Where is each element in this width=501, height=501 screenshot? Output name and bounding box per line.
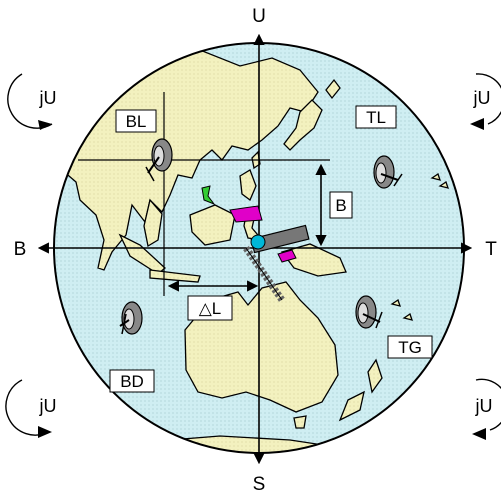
latitude-offset-label: B [335,196,346,215]
rotation-arrow-icon [5,379,52,438]
antenna-dish-icon [119,301,143,335]
rotation-label-bottom-right: jU [475,396,493,416]
axis-label-bottom: S [253,474,266,495]
satellite-icon [229,205,310,302]
quadrant-label-tg: TG [398,338,422,357]
rotation-arrow-icon [470,73,501,130]
rotation-arrow-icon [472,378,501,440]
land-japan [283,99,323,151]
antenna-dish-icon [373,155,403,189]
axis-label-left: B [14,239,27,260]
quadrant-label-bd: BD [120,372,144,391]
quadrant-label-tl: TL [366,108,386,127]
land-borneo [189,204,236,246]
land-philippines [239,169,257,202]
rotation-label-bottom-left: jU [39,396,57,416]
longitude-offset-label: △L [199,299,222,318]
quadrant-label-bl: BL [126,112,147,131]
axis-label-right: T [485,239,497,260]
antenna-dish-icon [355,295,383,329]
land-new-zealand [367,358,383,394]
rotation-arrow-icon [7,73,53,130]
land-tasmania [293,415,307,429]
rotation-label-top-right: jU [473,88,491,108]
rotation-label-top-left: jU [39,88,57,108]
axis-label-top: U [252,6,266,27]
antenna-dish-icon [145,138,173,182]
green-marker [201,185,216,206]
